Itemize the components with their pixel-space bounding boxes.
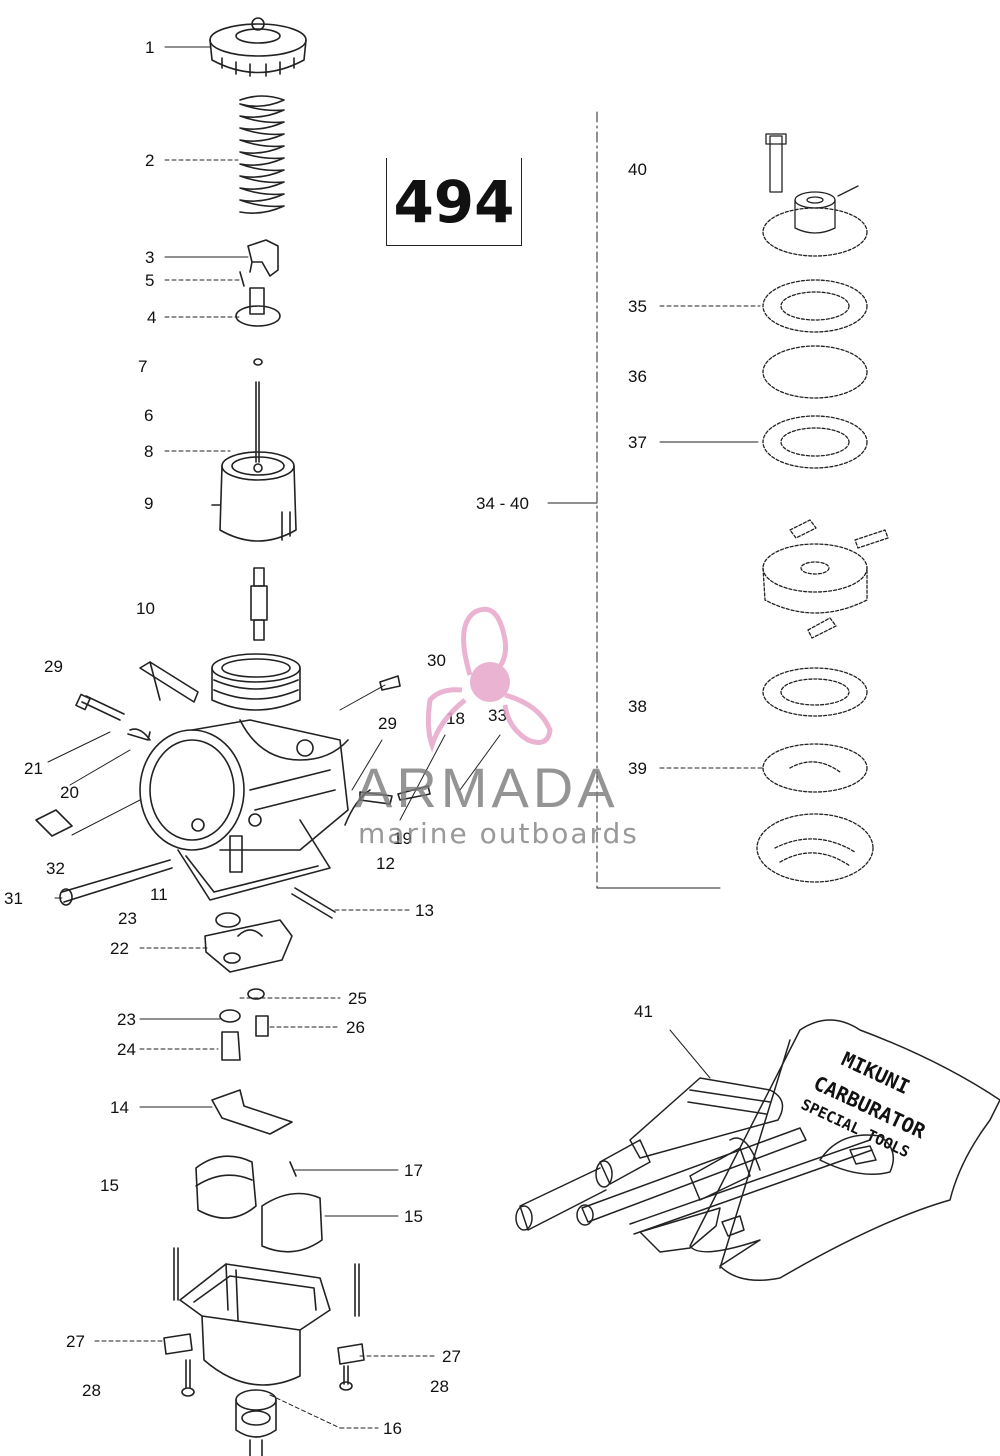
callout-27-left: 27	[66, 1332, 85, 1351]
callout-31: 31	[4, 889, 23, 908]
callout-10: 10	[136, 599, 155, 618]
callout-20: 20	[60, 783, 79, 802]
callout-29-left: 29	[44, 657, 63, 676]
callout-24: 24	[117, 1040, 136, 1059]
diagram-code: 494	[393, 167, 515, 236]
callout-40: 40	[628, 160, 647, 179]
part-screws	[35, 675, 431, 919]
part-needle-jet	[250, 567, 268, 641]
callout-4: 4	[147, 308, 157, 327]
callout-23-bottom: 23	[117, 1010, 136, 1029]
callout-35: 35	[628, 297, 647, 316]
watermark-brand: ARMADA	[355, 756, 619, 819]
callout-13: 13	[415, 901, 434, 920]
callout-15-left: 15	[100, 1176, 119, 1195]
part-cap	[209, 17, 307, 77]
part-throttle-valve	[211, 358, 297, 542]
callout-41: 41	[634, 1002, 653, 1021]
part-air-adjust-stack	[756, 133, 889, 883]
callout-12: 12	[376, 854, 395, 873]
callout-1: 1	[145, 38, 155, 57]
part-spring	[239, 95, 285, 214]
callout-37: 37	[628, 433, 647, 452]
callout-36: 36	[628, 367, 647, 386]
leader-lines	[47, 46, 763, 1429]
callout-28-right: 28	[430, 1377, 449, 1396]
callout-8: 8	[144, 442, 154, 461]
part-plate-clip	[235, 239, 281, 327]
callout-28-left: 28	[82, 1381, 101, 1400]
callout-23-top: 23	[118, 909, 137, 928]
callout-27-right: 27	[442, 1347, 461, 1366]
part-float-bowl	[163, 1247, 365, 1456]
callout-2: 2	[145, 151, 155, 170]
callout-5: 5	[145, 271, 155, 290]
part-float-arm	[204, 912, 293, 1135]
callout-30: 30	[427, 651, 446, 670]
callout-6: 6	[144, 406, 154, 425]
part-special-tool-kit: MIKUNI CARBURATOR SPECIAL TOOLS	[515, 1019, 1000, 1281]
watermark-tagline: marine outboards	[358, 817, 639, 850]
part-carburetor-body	[139, 653, 349, 901]
callout-3: 3	[145, 248, 155, 267]
callout-9: 9	[144, 494, 154, 513]
diagram-code-box: 494	[386, 158, 522, 246]
callout-29-right: 29	[378, 714, 397, 733]
callout-39: 39	[628, 759, 647, 778]
callout-19: 19	[393, 829, 412, 848]
callout-16: 16	[383, 1419, 402, 1438]
callout-17: 17	[404, 1161, 423, 1180]
callout-25: 25	[348, 989, 367, 1008]
callout-38: 38	[628, 697, 647, 716]
callout-7: 7	[138, 357, 148, 376]
tool-kit-label: MIKUNI CARBURATOR SPECIAL TOOLS	[798, 1047, 930, 1161]
callout-18: 18	[446, 709, 465, 728]
callout-34-40: 34 - 40	[476, 494, 529, 513]
callout-33: 33	[488, 706, 507, 725]
callout-32: 32	[46, 859, 65, 878]
callout-11: 11	[150, 885, 168, 904]
callout-14: 14	[110, 1098, 129, 1117]
callout-21: 21	[24, 759, 43, 778]
callout-15-right: 15	[404, 1207, 423, 1226]
part-floats	[195, 1155, 323, 1253]
callout-26: 26	[346, 1018, 365, 1037]
callout-22: 22	[110, 939, 129, 958]
